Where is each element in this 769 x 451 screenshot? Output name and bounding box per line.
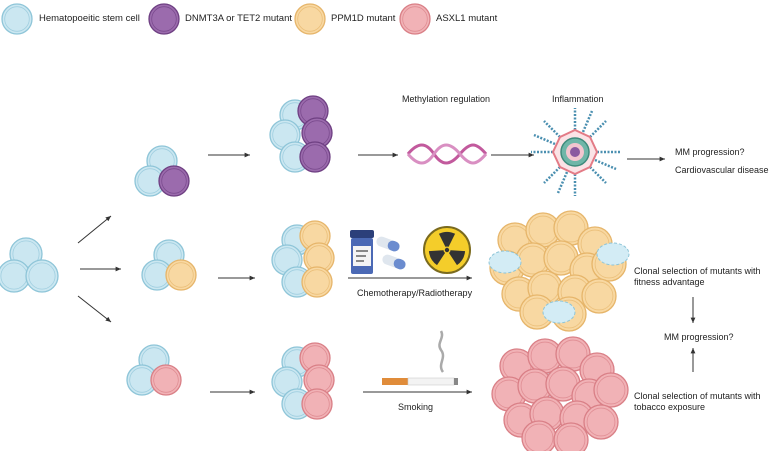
top-outcome-mm-progression: MM progression? [675,147,745,157]
arrow-to-dnmt-branch [77,215,112,244]
arrow-to-asxl-branch [77,295,112,323]
cell-debris [488,250,522,274]
cell-debris [596,242,630,266]
dna-helix-icon [406,143,488,165]
legend-swatch-ppm [294,3,326,35]
clonal-selection-tobacco-label: Clonal selection of mutants with tobacco… [634,391,761,412]
asxl-cell [301,388,333,420]
legend-swatch-dnmt [148,3,180,35]
asxl-cell [583,404,619,440]
asxl-cell [553,422,589,451]
legend-label-hsc: Hematopoeitic stem cell [39,13,140,24]
flow-arrows [77,152,696,395]
smoking-label: Smoking [398,402,434,412]
asxl-cell [150,364,182,396]
asxl-cell [593,372,629,408]
radiation-icon [423,226,471,274]
center-mm-progression: MM progression? [664,332,734,342]
legend-swatch-hsc [1,3,33,35]
legend-swatch-asxl [399,3,431,35]
hsc-cell [25,259,59,293]
methylation-regulation-label: Methylation regulation [402,94,491,104]
chemo-radio-label: Chemotherapy/Radiotherapy [357,288,473,298]
dnmt-cell [158,165,190,197]
legend-label-asxl1: ASXL1 mutant [436,13,498,24]
legend-label-ppm1d: PPM1D mutant [331,13,396,24]
dnmt-cell [301,117,333,149]
dnmt-cell [299,141,331,173]
inflammation-label: Inflammation [552,94,604,104]
legend-label-dnmt3a-tet2: DNMT3A or TET2 mutant [185,13,292,24]
clonal-selection-fitness-label: Clonal selection of mutants with fitness… [634,266,761,287]
hsc-cell [141,259,173,291]
ppm-cell [165,259,197,291]
cell-clusters [0,3,630,451]
inflammation-cell-icon [531,108,621,196]
top-outcome-cardiovascular: Cardiovascular disease [675,165,769,175]
cigarette-icon [382,330,458,386]
pill-bottle-icon [350,230,374,274]
ppm-cell [581,278,617,314]
cell-debris [542,300,576,324]
asxl-cell [521,420,557,451]
ppm-cell [301,266,333,298]
capsule-icon [376,236,406,270]
